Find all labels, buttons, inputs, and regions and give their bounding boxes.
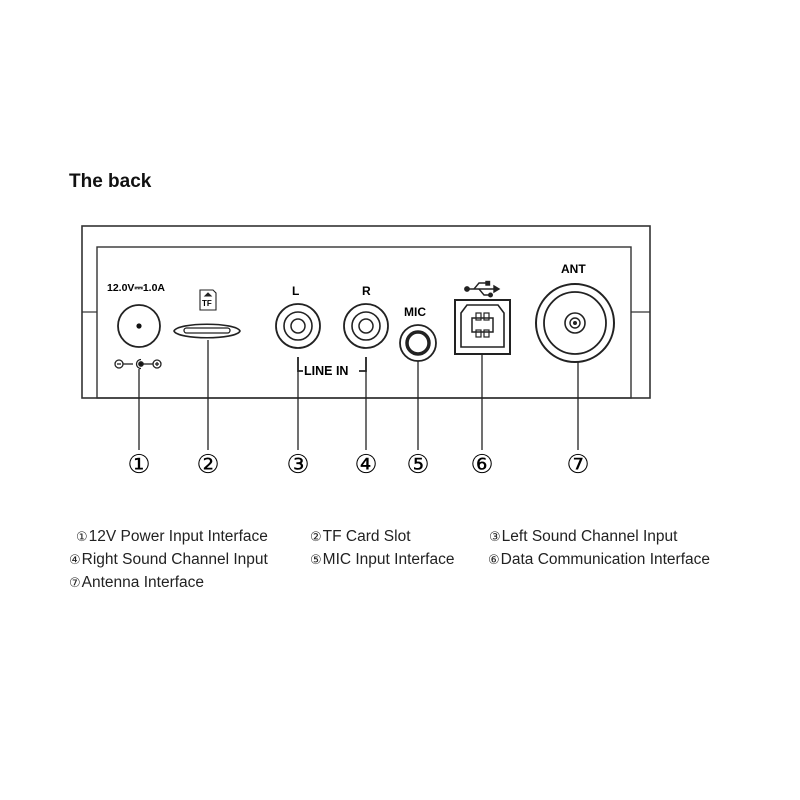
inner-panel: [96, 246, 632, 399]
leader-lines: [138, 340, 579, 450]
tf-card-slot: [173, 323, 241, 339]
legend-text: Right Sound Channel Input: [81, 551, 268, 568]
callout-2: ②: [196, 450, 219, 480]
legend-text: Antenna Interface: [81, 574, 205, 591]
legend-item-3: ③Left Sound Channel Input: [489, 528, 677, 546]
line-in-label: LINE IN: [304, 364, 348, 378]
legend-item-5: ⑤MIC Input Interface: [310, 551, 454, 569]
legend-number: ③: [489, 530, 501, 545]
callout-3: ③: [286, 450, 309, 480]
usb-b-port: [454, 299, 511, 355]
mic-jack: [399, 324, 437, 362]
legend-item-1: ①12V Power Input Interface: [76, 528, 268, 546]
rca-left-jack: [275, 303, 321, 349]
legend-text: TF Card Slot: [322, 528, 411, 545]
legend-number: ⑤: [310, 553, 322, 568]
polarity-icon: [114, 358, 162, 370]
callout-4: ④: [354, 450, 377, 480]
left-label: L: [292, 284, 299, 298]
legend-item-7: ⑦Antenna Interface: [69, 574, 204, 592]
callout-6: ⑥: [470, 450, 493, 480]
right-label: R: [362, 284, 371, 298]
legend-number: ④: [69, 553, 81, 568]
legend-number: ⑥: [488, 553, 500, 568]
legend-number: ②: [310, 530, 322, 545]
sd-card-icon: [199, 289, 217, 311]
power-label: 12.0V⎓1.0A: [107, 282, 165, 294]
rca-right-jack: [343, 303, 389, 349]
callout-7: ⑦: [566, 450, 589, 480]
dc-power-jack: [117, 304, 161, 348]
legend-text: MIC Input Interface: [322, 551, 455, 568]
legend-text: Data Communication Interface: [500, 551, 711, 568]
usb-icon: [464, 280, 501, 298]
antenna-connector: [535, 283, 615, 363]
page-title: The back: [69, 171, 152, 192]
callout-5: ⑤: [406, 450, 429, 480]
tf-label: TF: [202, 299, 212, 308]
callout-1: ①: [127, 450, 150, 480]
mic-label: MIC: [404, 305, 426, 319]
callout-numbers: ① ② ③ ④ ⑤ ⑥ ⑦: [127, 450, 589, 480]
legend-number: ⑦: [69, 576, 81, 591]
legend-text: 12V Power Input Interface: [88, 528, 268, 545]
legend-item-6: ⑥Data Communication Interface: [488, 551, 710, 569]
legend-text: Left Sound Channel Input: [501, 528, 678, 545]
legend-item-4: ④Right Sound Channel Input: [69, 551, 268, 569]
legend-number: ①: [76, 530, 88, 545]
ant-label: ANT: [561, 262, 586, 276]
legend-item-2: ②TF Card Slot: [310, 528, 411, 546]
